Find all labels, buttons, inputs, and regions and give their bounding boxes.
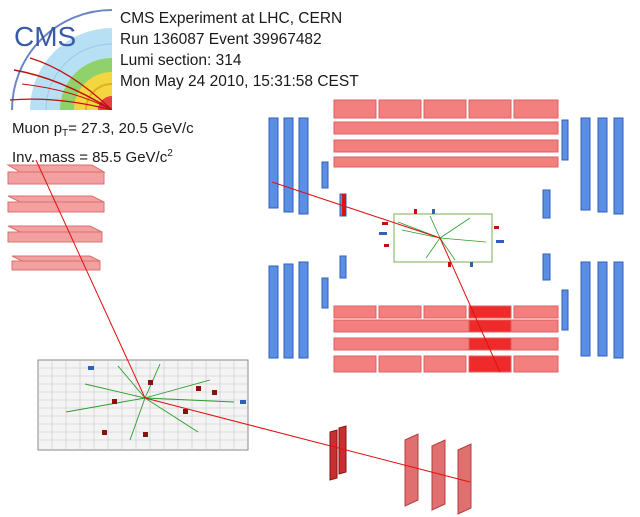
run-event-line: Run 136087 Event 39967482 xyxy=(120,31,322,48)
muon-info: Muon pT= 27.3, 20.5 GeV/c Inv. mass = 85… xyxy=(12,119,194,168)
inv-mass-superscript: 2 xyxy=(167,148,173,159)
muon-chambers-left xyxy=(268,117,347,359)
barrel-calorimeter-top xyxy=(333,99,559,168)
muon-pt-subscript: T xyxy=(62,128,69,139)
inv-mass-text: Inv. mass = 85.5 GeV/c xyxy=(12,149,168,166)
endcap-calorimeter-left xyxy=(6,164,106,271)
event-info: CMS Experiment at LHC, CERN Run 136087 E… xyxy=(120,8,359,92)
muon-tracks xyxy=(35,159,501,483)
inner-tracker-side xyxy=(342,194,504,267)
barrel-calorimeter-bottom xyxy=(333,305,559,373)
muon-pt-line: Muon pT= 27.3, 20.5 GeV/c xyxy=(12,119,194,144)
svg-text:CMS: CMS xyxy=(14,21,76,52)
muon-chambers-right xyxy=(542,117,624,359)
experiment-line: CMS Experiment at LHC, CERN xyxy=(120,10,343,27)
timestamp-line: Mon May 24 2010, 15:31:58 CEST xyxy=(120,73,359,90)
endcap-front-right xyxy=(329,425,472,515)
lumi-section-line: Lumi section: 314 xyxy=(120,52,242,69)
cms-logo: CMS xyxy=(8,6,112,110)
inv-mass-line: Inv. mass = 85.5 GeV/c2 xyxy=(12,144,194,168)
muon-pt-prefix: Muon p xyxy=(12,120,63,137)
muon-pt-value: = 27.3, 20.5 GeV/c xyxy=(68,120,194,137)
tracker-barrel-front xyxy=(37,359,249,451)
